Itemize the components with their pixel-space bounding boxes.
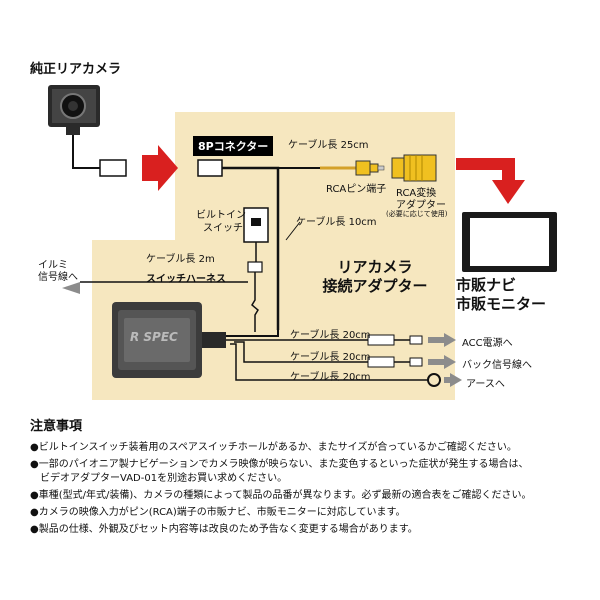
cable-20-label-c: ケーブル長 20cm [290,372,371,383]
rca-adapter-icon [391,154,437,182]
adapter-title-line-1: リアカメラ [337,258,413,276]
back-signal-label: バック信号線へ [462,360,532,371]
illumi-label-2: 信号線へ [38,272,78,283]
adapter-title-line-2: 接続アダプター [322,277,428,295]
note-item: ●製品の仕様、外観及びセット内容等は改良のため予告なく変更する場合があります。 [30,524,418,535]
acc-label: ACC電源へ [462,338,513,349]
adapter-title: リアカメラ 接続アダプター [320,258,430,296]
note-item: ●一部のパイオニア製ナビゲーションでカメラ映像が映らない、また変色するといった症… [30,459,529,470]
navi-title-line-2: 市販モニター [456,295,547,313]
cable-25-label: ケーブル長 25cm [288,140,369,151]
acc-terminal-icon [367,334,423,346]
earth-label: アースへ [466,379,505,390]
grey-arrows-right-icon [428,333,462,387]
navi-title-line-1: 市販ナビ [456,276,517,294]
cable-20-label-b: ケーブル長 20cm [290,352,371,363]
camera-title: 純正リアカメラ [30,62,122,77]
red-arrow-icon [142,145,178,191]
builtin-switch-icon [243,207,269,252]
notes-section: 注意事項 ●ビルトインスイッチ装着用のスペアスイッチホールがあるか、またサイズが… [30,415,590,540]
note-item: ビデオアダプターVAD-01を別途お買い求めください。 [30,473,288,484]
cable-10-label: ケーブル長 10cm [296,217,377,228]
navi-title: 市販ナビ 市販モニター [456,276,566,314]
rca-adapter-label-2: アダプター [396,200,446,211]
rspec-logo: R SPEC [130,330,178,344]
8p-connector-icon [197,159,223,177]
rca-adapter-note: (必要に応じて使用) [386,210,448,218]
red-down-arrow-icon [456,158,525,204]
cable-2m-label: ケーブル長 2m [146,254,215,265]
switch-harness-label: スイッチハーネス [146,274,226,285]
illumi-label-1: イルミ [38,260,68,271]
camera-cable [72,135,100,169]
rca-adapter-label-1: RCA変換 [396,188,437,199]
camera-connector-icon [99,159,127,177]
rca-pin-icon [355,160,385,176]
note-item: ●ビルトインスイッチ装着用のスペアスイッチホールがあるか、またサイズが合っている… [30,442,517,453]
adapter-box-icon [112,302,226,378]
connector-label: 8Pコネクター [193,136,274,156]
rear-camera-icon [48,85,100,135]
cable-20-label-a: ケーブル長 20cm [290,330,371,341]
rca-pin-label: RCAピン端子 [326,184,387,195]
earth-terminal-icon [427,373,441,387]
builtin-switch-label-2: スイッチ [203,223,243,234]
builtin-switch-label-1: ビルトイン [196,210,246,221]
back-terminal-icon [367,356,423,368]
note-item: ●カメラの映像入力がピン(RCA)端子の市販ナビ、市販モニターに対応しています。 [30,507,406,518]
monitor-icon [462,212,557,272]
switch-connector-icon [247,261,263,273]
notes-title: 注意事項 [30,419,83,434]
note-item: ●車種(型式/年式/装備)、カメラの種類によって製品の品番が異なります。必ず最新… [30,490,532,501]
